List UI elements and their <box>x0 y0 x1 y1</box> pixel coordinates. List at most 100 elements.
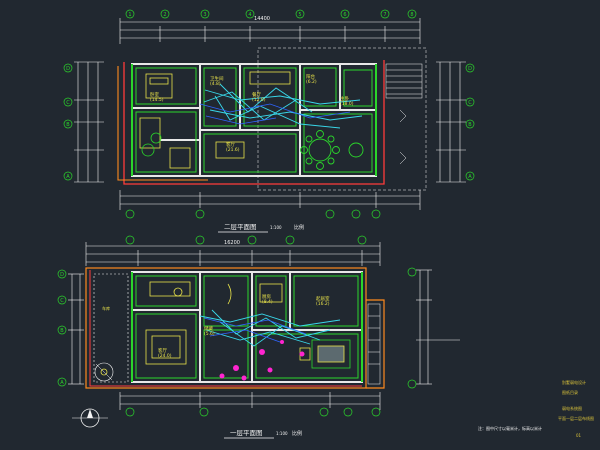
lower-right-dimensions <box>416 269 460 385</box>
svg-text:阳台: 阳台 <box>306 73 315 80</box>
upper-axis-left <box>63 63 73 181</box>
svg-text:D: D <box>468 66 472 72</box>
upper-walls <box>131 63 377 177</box>
svg-text:A: A <box>66 174 70 180</box>
svg-text:厨房: 厨房 <box>262 293 271 300</box>
svg-text:3: 3 <box>203 12 206 18</box>
svg-text:D: D <box>66 66 70 72</box>
svg-text:(4.8): (4.8) <box>210 81 221 87</box>
svg-text:A: A <box>468 174 472 180</box>
svg-text:储藏: 储藏 <box>204 325 213 332</box>
sheet-notes: 注：图中尺寸以毫米计，标高以米计 别墅弱电设计 图纸目录 弱电系统图 平面一层二… <box>478 379 594 438</box>
lower-wiring-cyan <box>199 309 341 347</box>
upper-left-dimensions <box>74 61 104 183</box>
svg-text:A: A <box>60 380 64 386</box>
upper-bottom-dimensions <box>119 190 421 210</box>
svg-text:2: 2 <box>163 12 166 18</box>
svg-text:1: 1 <box>128 12 131 18</box>
svg-text:D: D <box>60 272 64 278</box>
lower-plan-scale: 1:100 <box>276 431 288 436</box>
svg-text:(14.5): (14.5) <box>150 97 164 103</box>
svg-text:4: 4 <box>248 12 251 18</box>
lower-overall-dimension: 16200 <box>224 240 240 246</box>
svg-text:(21.6): (21.6) <box>226 147 240 153</box>
svg-text:5: 5 <box>298 12 301 18</box>
svg-text:客厅: 客厅 <box>226 141 235 148</box>
sheet-title-line-1: 别墅弱电设计 <box>562 379 586 385</box>
svg-text:主卧: 主卧 <box>340 95 349 102</box>
svg-text:(12.0): (12.0) <box>252 97 266 103</box>
lower-plan-scale-label: 比例 <box>292 430 302 437</box>
upper-roof-outline <box>257 47 427 191</box>
upper-axis-top <box>125 9 417 19</box>
upper-axis-right <box>465 63 475 181</box>
upper-plan-scale: 1:100 <box>270 225 282 230</box>
svg-text:(5.6): (5.6) <box>204 331 215 337</box>
upper-overall-dimension: 14400 <box>254 16 270 22</box>
lower-axis-top <box>125 235 367 245</box>
lower-red-boundary <box>89 270 362 387</box>
lower-bottom-dimensions <box>119 392 381 410</box>
svg-text:C: C <box>66 100 70 106</box>
lower-fixtures <box>219 340 305 381</box>
svg-text:B: B <box>60 328 64 334</box>
upper-wiring-blue <box>199 103 351 125</box>
lower-plan-title: 一层平面图 <box>230 429 263 437</box>
lower-porch-steps <box>367 303 381 385</box>
lower-walls <box>131 271 363 383</box>
lower-top-dimensions <box>85 242 381 266</box>
lower-floor-plan: 16200 D C B A <box>57 235 460 439</box>
svg-text:(18.0): (18.0) <box>340 101 354 107</box>
lower-garage: 车库 <box>93 273 129 383</box>
general-note: 注：图中尺寸以毫米计，标高以米计 <box>478 425 542 431</box>
upper-top-dimensions <box>119 18 421 44</box>
lower-furniture <box>145 281 351 369</box>
svg-text:C: C <box>468 100 472 106</box>
svg-text:6: 6 <box>343 12 346 18</box>
upper-red-boundary <box>123 60 385 185</box>
svg-text:8: 8 <box>410 12 413 18</box>
svg-text:卫生间: 卫生间 <box>210 75 224 82</box>
lower-axis-right <box>407 267 417 389</box>
upper-dining-table <box>300 130 364 170</box>
upper-structure-lines <box>131 64 377 176</box>
upper-axis-top-labels: 1 2 3 4 5 6 7 8 <box>128 12 413 18</box>
upper-axis-right-labels: D C B A <box>468 66 472 180</box>
lower-wiring-blue <box>203 317 307 343</box>
upper-furniture <box>139 71 291 169</box>
svg-text:餐厅: 餐厅 <box>252 91 261 98</box>
lower-axis-left-labels: D C B A <box>60 272 64 386</box>
upper-room-labels: 卧室 (14.5) 客厅 (21.6) 主卧 (18.0) 卫生间 (4.8) … <box>150 73 354 153</box>
svg-text:起居室: 起居室 <box>316 295 330 302</box>
upper-axis-bottom <box>125 209 381 219</box>
lower-axis-left <box>57 269 67 387</box>
legend-line-2: 平面一层二层布线图 <box>558 415 594 421</box>
lower-structure-lines <box>131 272 363 382</box>
svg-text:客厅: 客厅 <box>158 347 167 354</box>
svg-text:C: C <box>60 298 64 304</box>
svg-text:7: 7 <box>383 12 386 18</box>
svg-text:B: B <box>66 122 70 128</box>
upper-stair <box>385 63 423 165</box>
upper-plan-scale-label: 比例 <box>294 224 304 231</box>
north-arrow-icon <box>72 408 108 428</box>
upper-orange-boundary <box>117 66 208 181</box>
upper-axis-left-labels: D C B A <box>66 66 70 180</box>
sheet-number: 01 <box>576 433 582 438</box>
svg-text:(24.0): (24.0) <box>158 353 172 359</box>
upper-right-dimensions <box>436 61 466 183</box>
svg-text:(6.2): (6.2) <box>306 79 317 85</box>
sheet-title-line-2: 图纸目录 <box>562 389 578 395</box>
lower-room-labels: 客厅 (24.0) 厨房 (8.4) 储藏 (5.6) 起居室 (16.2) <box>158 293 330 359</box>
upper-floor-plan: 14400 1 2 3 4 5 6 7 8 <box>63 9 475 233</box>
lower-left-dimensions <box>68 273 84 385</box>
legend-line-1: 弱电系统图 <box>562 405 582 411</box>
lower-orange-boundary <box>85 267 367 389</box>
lower-axis-bottom <box>125 407 381 417</box>
svg-text:(16.2): (16.2) <box>316 301 330 307</box>
upper-plan-title: 二层平面图 <box>224 223 257 231</box>
svg-text:(8.4): (8.4) <box>262 299 273 305</box>
svg-text:卧室: 卧室 <box>150 91 159 98</box>
svg-text:B: B <box>468 122 472 128</box>
